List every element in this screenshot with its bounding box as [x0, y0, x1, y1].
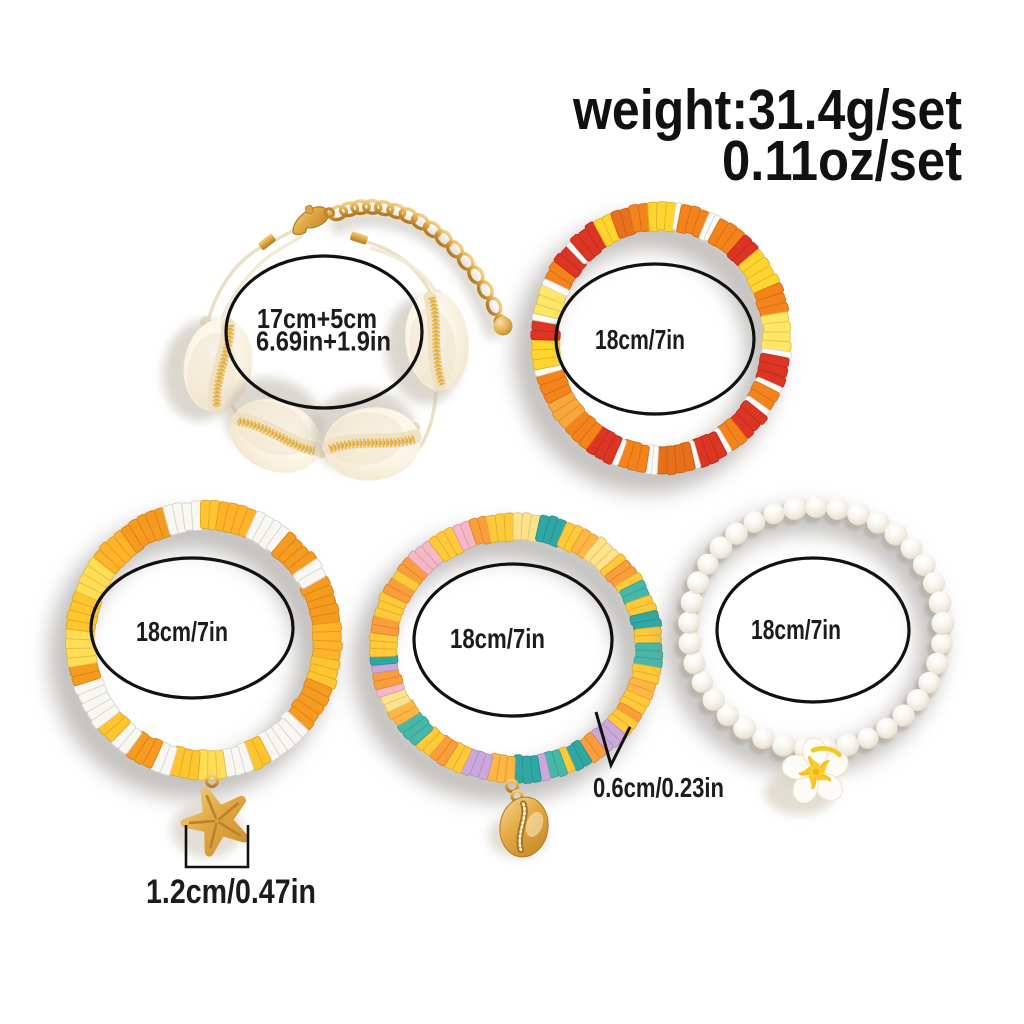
svg-text:18cm/7in: 18cm/7in — [751, 614, 841, 645]
svg-text:17cm+5cm: 17cm+5cm — [257, 303, 377, 334]
svg-text:6.69in+1.9in: 6.69in+1.9in — [256, 326, 391, 357]
svg-text:18cm/7in: 18cm/7in — [595, 324, 685, 355]
svg-text:0.11oz/set: 0.11oz/set — [722, 129, 962, 193]
svg-text:0.6cm/0.23in: 0.6cm/0.23in — [593, 772, 724, 803]
svg-text:18cm/7in: 18cm/7in — [136, 616, 228, 647]
svg-text:18cm/7in: 18cm/7in — [450, 623, 545, 654]
svg-text:weight:31.4g/set: weight:31.4g/set — [572, 78, 962, 142]
svg-text:1.2cm/0.47in: 1.2cm/0.47in — [146, 873, 316, 911]
